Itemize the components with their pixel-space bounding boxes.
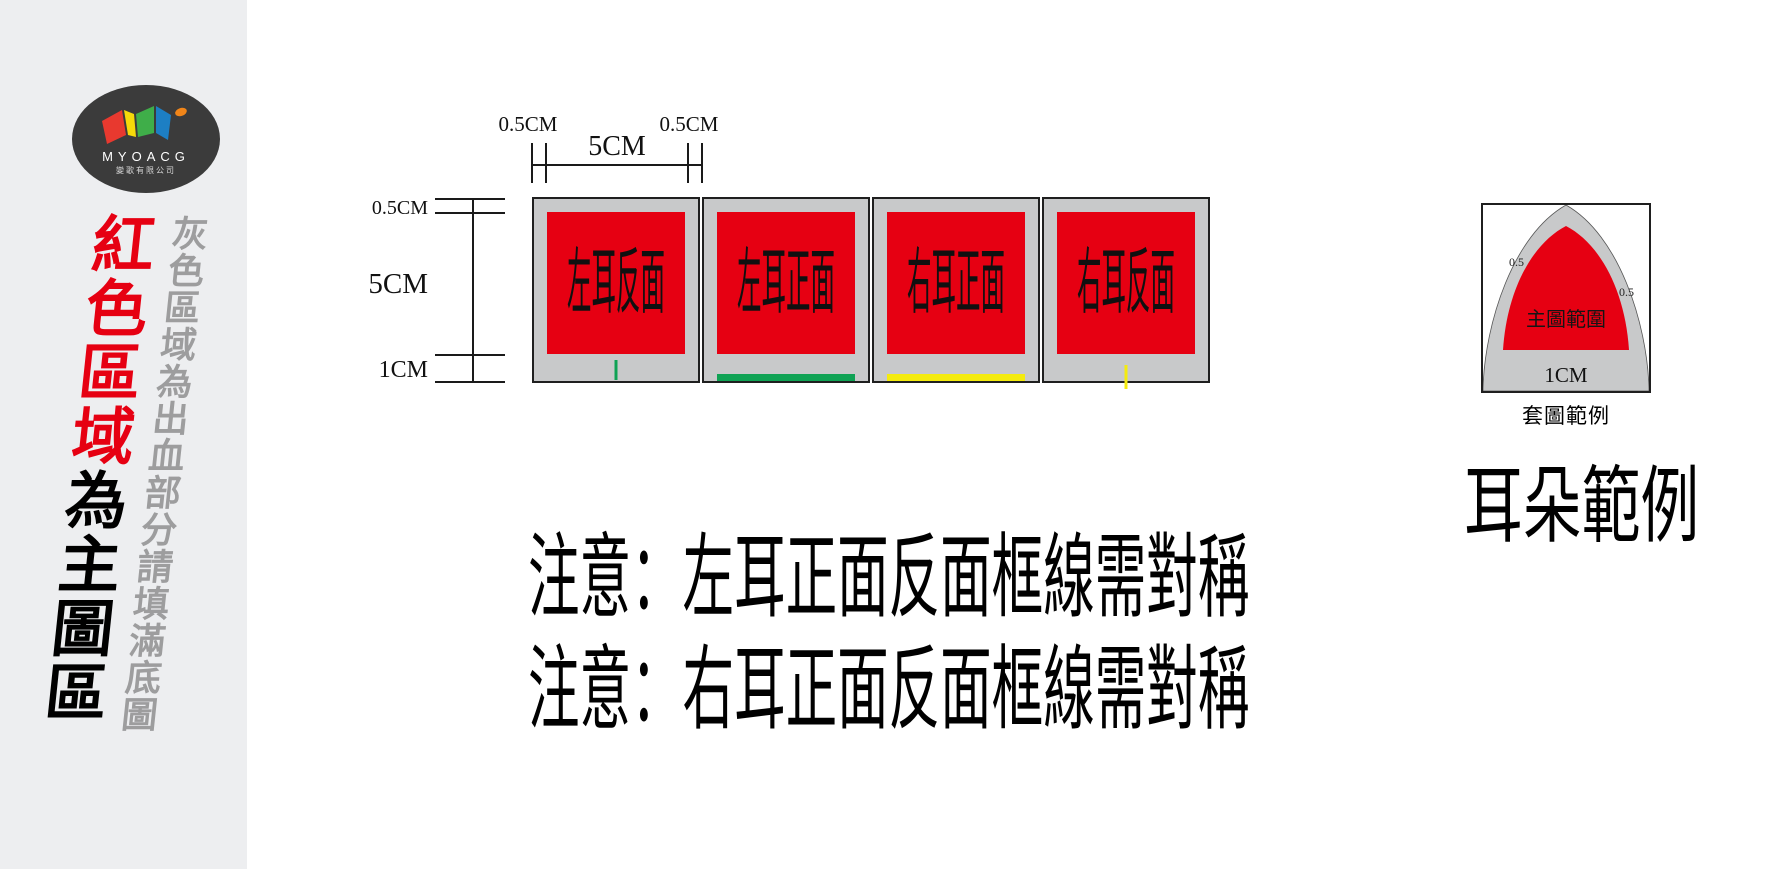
right-bleed-dim: 0.5 [1619, 285, 1634, 299]
left-ruler-tick [435, 381, 505, 383]
headline-red-segment: 紅色區域 [59, 212, 155, 468]
top-ruler-tick [687, 143, 689, 183]
brand-logo: MYOACG 變歌有限公司 [72, 85, 220, 193]
main-image-area: 左耳反面 [547, 212, 685, 354]
ear-square-right-front: 右耳正面 [872, 197, 1040, 383]
square-label: 左耳正面 [737, 243, 835, 323]
top-ruler-line [532, 164, 702, 166]
left-ruler-mid-label: 5CM [368, 268, 428, 300]
top-ruler-mid-label: 5CM [588, 131, 646, 162]
left-bleed-dim: 0.5 [1509, 255, 1524, 269]
left-ruler-tick [435, 198, 505, 200]
ear-shape-diagram [1483, 205, 1649, 391]
ear-bottom-margin-label: 1CM [1544, 363, 1588, 387]
left-ruler-tick [435, 212, 505, 214]
green-bar-mark [717, 374, 855, 381]
ear-main-area-label: 主圖範圍 [1526, 309, 1606, 331]
square-label: 左耳反面 [567, 243, 665, 323]
top-ruler-left-label: 0.5CM [498, 112, 558, 136]
main-image-area: 右耳正面 [887, 212, 1025, 354]
ear-example-title: 耳朵範例 [1464, 461, 1700, 554]
top-ruler-tick [545, 143, 547, 183]
headline-black-segment: 為主圖區 [32, 468, 128, 724]
top-ruler-right-label: 0.5CM [659, 112, 719, 136]
main-image-area: 右耳反面 [1057, 212, 1195, 354]
brand-name: MYOACG [102, 149, 190, 164]
yellow-tick-mark [1124, 365, 1128, 389]
ear-square-left-front: 左耳正面 [702, 197, 870, 383]
ear-main-area [1503, 226, 1629, 350]
note-line-2: 注意：右耳正面反面框線需對稱 [528, 639, 1250, 741]
yellow-bar-mark [887, 374, 1025, 381]
logo-m-icon [102, 106, 187, 144]
top-ruler-tick [531, 143, 533, 183]
ear-example-caption: 套圖範例 [1522, 404, 1610, 428]
left-ruler-top-label: 0.5CM [371, 197, 428, 219]
main-image-area: 左耳正面 [717, 212, 855, 354]
ear-example-box: 主圖範圍 0.5 0.5 1CM [1481, 203, 1651, 393]
company-name: 變歌有限公司 [116, 166, 176, 175]
square-label: 右耳反面 [1077, 243, 1175, 323]
left-ruler-bottom-label: 1CM [378, 357, 428, 383]
green-tick-mark [614, 360, 618, 380]
ear-square-left-back: 左耳反面 [532, 197, 700, 383]
left-ruler-tick [435, 354, 505, 356]
ear-square-right-back: 右耳反面 [1042, 197, 1210, 389]
left-ruler-line [472, 199, 474, 383]
top-ruler-tick [701, 143, 703, 183]
note-line-1: 注意：左耳正面反面框線需對稱 [528, 527, 1250, 629]
square-label: 右耳正面 [907, 243, 1005, 323]
sidebar: MYOACG 變歌有限公司 紅色區域為主圖區 灰色區域為出血部分請填滿底圖 [0, 0, 247, 869]
